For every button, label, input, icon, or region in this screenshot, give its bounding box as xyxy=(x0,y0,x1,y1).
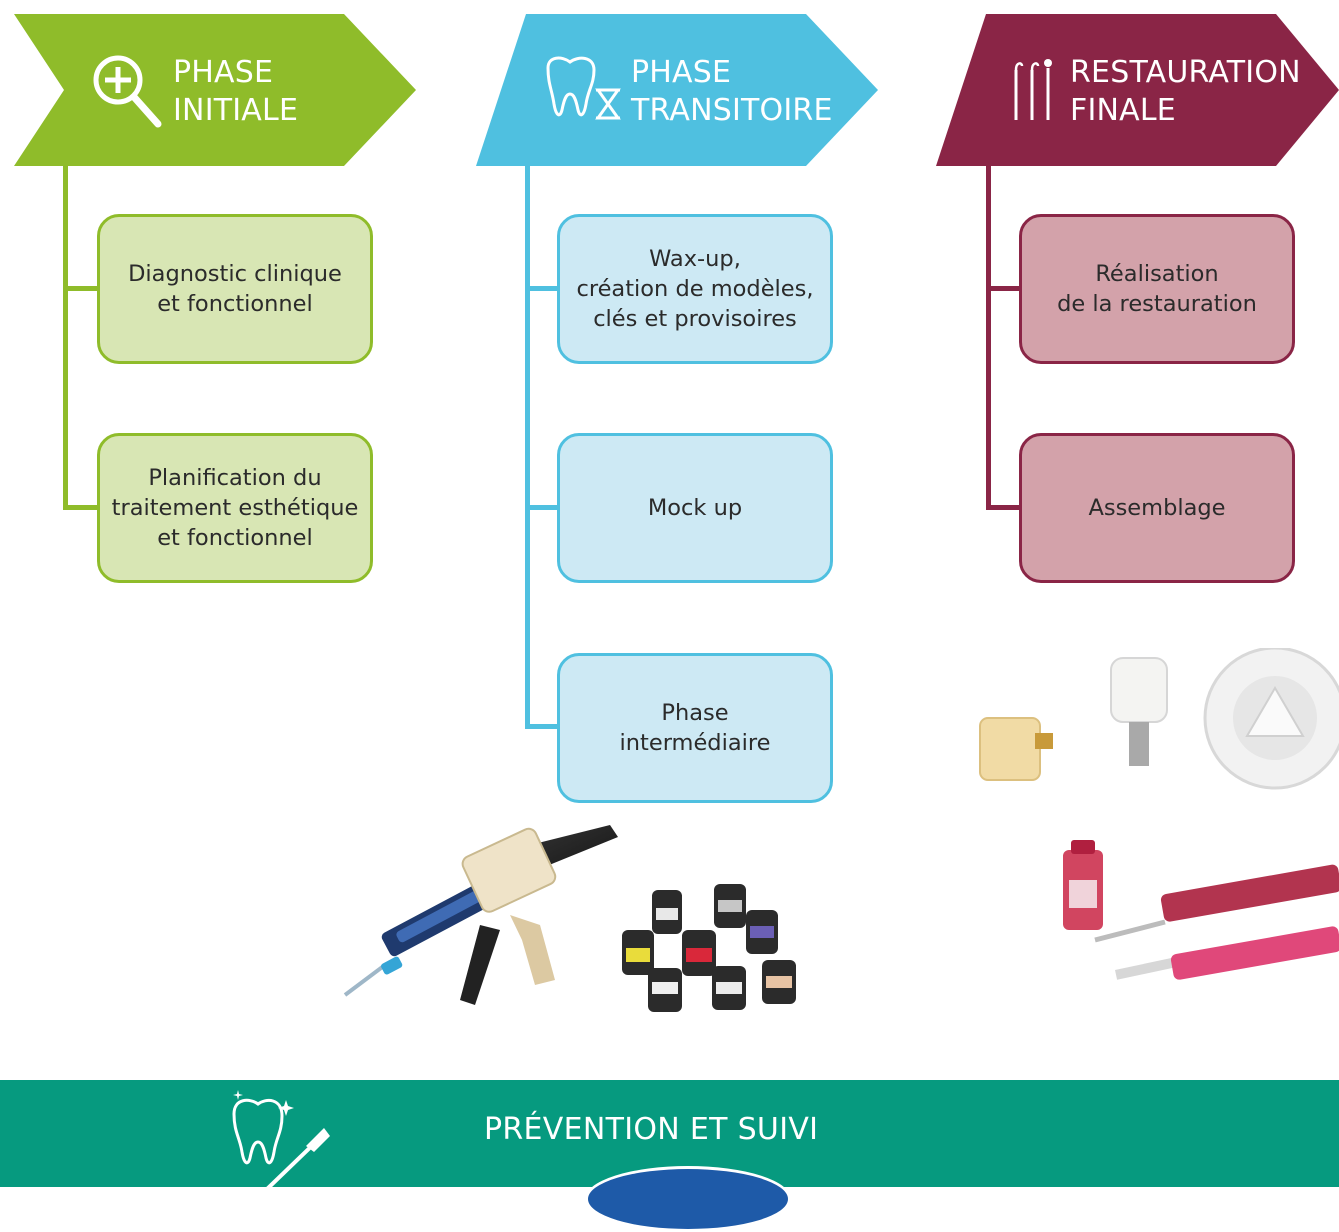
step-diagnostic-clinique: Diagnostic clinique et fonctionnel xyxy=(97,214,373,364)
phase-banner-transitoire: PHASE TRANSITOIRE xyxy=(476,14,878,166)
step-wax-up: Wax-up, création de modèles, clés et pro… xyxy=(557,214,833,364)
cad-cam-blocks-product-image xyxy=(975,646,1339,802)
step-planification: Planification du traitement esthétique e… xyxy=(97,433,373,583)
connector-trunk xyxy=(986,166,991,510)
banner-shape xyxy=(476,14,878,166)
step-phase-intermediaire: Phase intermédiaire xyxy=(557,653,833,803)
connector-branch xyxy=(525,505,561,510)
stain-bottles-product-image xyxy=(612,870,822,1024)
connector-trunk xyxy=(525,166,530,729)
connector-branch xyxy=(63,286,99,291)
tooth-toothbrush-icon xyxy=(224,1088,334,1196)
footer-badge-oval xyxy=(585,1166,791,1232)
dispensing-gun-product-image xyxy=(340,815,620,1079)
phase-banner-initiale: PHASE INITIALE xyxy=(14,14,416,166)
banner-shape xyxy=(14,14,416,166)
footer-banner: PRÉVENTION ET SUIVI xyxy=(0,1080,1339,1232)
step-realisation: Réalisation de la restauration xyxy=(1019,214,1295,364)
step-assemblage: Assemblage xyxy=(1019,433,1295,583)
cement-syringes-product-image xyxy=(1055,840,1339,1004)
banner-shape xyxy=(936,14,1339,166)
connector-branch xyxy=(525,724,561,729)
phase-title: PHASE INITIALE xyxy=(173,55,299,128)
footer-title: PRÉVENTION ET SUIVI xyxy=(484,1112,819,1147)
connector-branch xyxy=(63,505,99,510)
phase-title: PHASE TRANSITOIRE xyxy=(631,55,833,128)
connector-trunk xyxy=(63,166,68,510)
phase-banner-restauration: RESTAURATION FINALE xyxy=(936,14,1339,166)
connector-branch xyxy=(525,286,561,291)
connector-branch xyxy=(986,286,1022,291)
step-mock-up: Mock up xyxy=(557,433,833,583)
phase-title: RESTAURATION FINALE xyxy=(1070,55,1301,128)
connector-branch xyxy=(986,505,1022,510)
